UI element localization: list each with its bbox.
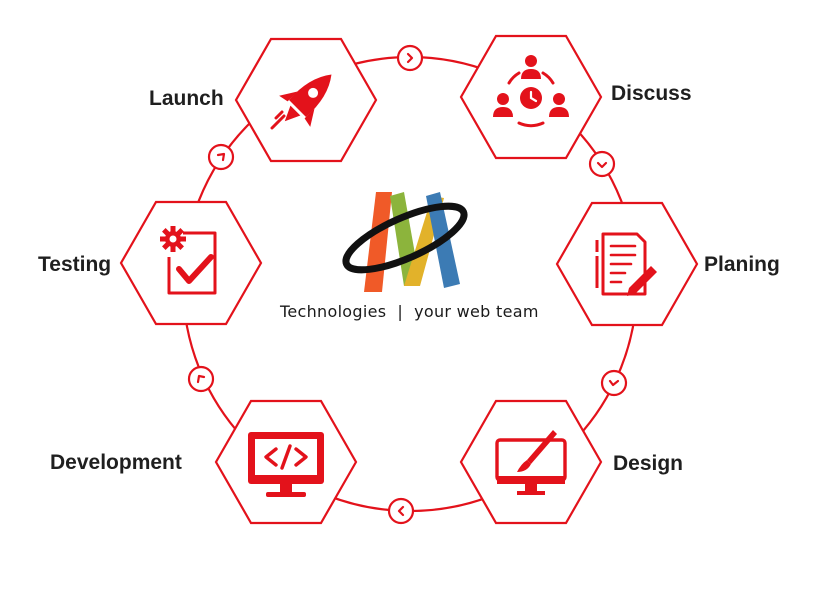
label-design: Design bbox=[613, 452, 684, 475]
tagline-separator: | bbox=[397, 302, 404, 321]
step-discuss bbox=[459, 34, 603, 160]
label-discuss: Discuss bbox=[611, 82, 692, 105]
rocket-trail-icon bbox=[270, 110, 286, 130]
step-planing bbox=[555, 201, 699, 327]
monitor-paintbrush-icon bbox=[495, 430, 567, 495]
gear-checklist-icon bbox=[160, 226, 217, 295]
step-development bbox=[214, 399, 358, 525]
step-launch bbox=[234, 37, 378, 163]
label-planing: Planing bbox=[704, 253, 780, 276]
arrow-marker-top bbox=[396, 44, 424, 72]
arrow-marker-bottom bbox=[387, 497, 415, 525]
tagline: Technologies | your web team bbox=[280, 302, 539, 321]
tagline-slogan: your web team bbox=[414, 302, 539, 321]
m-logo-icon bbox=[342, 192, 468, 292]
label-launch: Launch bbox=[149, 87, 224, 110]
arrow-marker-upper-left bbox=[207, 143, 235, 171]
tagline-company: Technologies bbox=[280, 302, 387, 321]
arrow-marker-upper-right bbox=[588, 150, 616, 178]
arrow-marker-lower-left bbox=[187, 365, 215, 393]
team-meeting-icon bbox=[493, 55, 569, 128]
step-testing bbox=[119, 200, 263, 326]
arrow-marker-lower-right bbox=[600, 369, 628, 397]
rocket-icon bbox=[279, 74, 332, 127]
label-testing: Testing bbox=[38, 253, 112, 276]
label-development: Development bbox=[50, 451, 182, 474]
hexagon-testing bbox=[119, 200, 263, 326]
step-design bbox=[459, 399, 603, 525]
monitor-code-icon bbox=[248, 432, 324, 497]
document-edit-icon bbox=[595, 232, 657, 296]
